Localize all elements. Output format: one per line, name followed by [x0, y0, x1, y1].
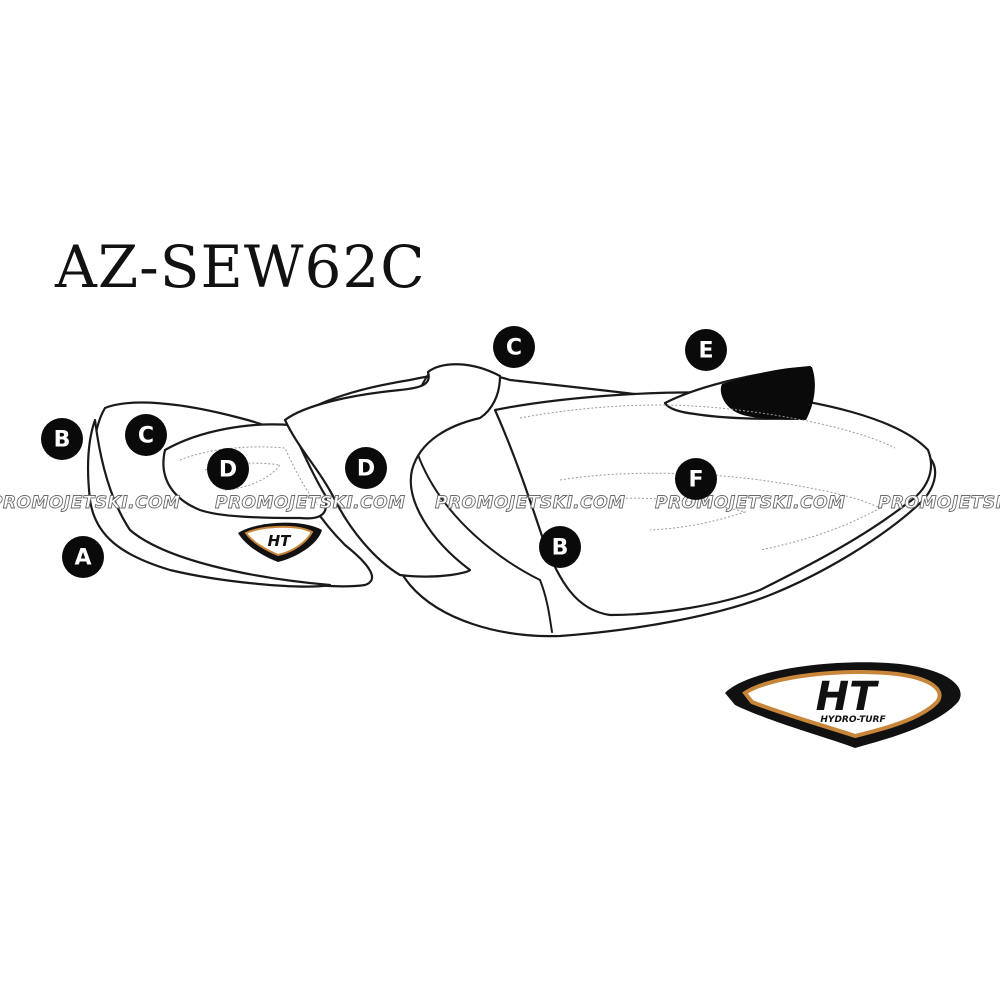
- marker-circle: [675, 458, 717, 500]
- marker-circle: [685, 329, 727, 371]
- marker-letter: F: [688, 468, 703, 493]
- hydro-turf-logo-subtext: HYDRO-TURF: [820, 715, 886, 725]
- hydro-turf-logo: HT HYDRO-TURF: [725, 662, 961, 748]
- marker-circle: [493, 326, 535, 368]
- mid-seat-bump: [283, 363, 502, 578]
- marker-circle: [62, 536, 104, 578]
- marker-letter: A: [74, 546, 91, 571]
- marker-circle: [41, 418, 83, 460]
- marker-letter: C: [506, 336, 522, 361]
- marker-letter: B: [552, 536, 569, 561]
- rear-stitch-line-1: [519, 404, 896, 449]
- marker-letter: C: [138, 424, 154, 449]
- marker-c: C: [125, 414, 167, 456]
- watermark-row: PROMOJETSKI.COM PROMOJETSKI.COM PROMOJET…: [0, 493, 1000, 514]
- part-number-title: AZ-SEW62C: [55, 233, 426, 301]
- marker-circle: [345, 447, 387, 489]
- watermark-text: PROMOJETSKI.COM: [215, 493, 405, 513]
- marker-circle: [125, 414, 167, 456]
- watermark-text: PROMOJETSKI.COM: [0, 493, 180, 513]
- ht-logo-small: HT: [238, 522, 322, 562]
- marker-letter: D: [357, 457, 375, 482]
- rear-stitch-line-2: [559, 472, 882, 551]
- front-nose-panel: [86, 418, 332, 588]
- marker-circle: [539, 526, 581, 568]
- marker-letter: E: [698, 339, 713, 364]
- marker-letter: B: [54, 428, 71, 453]
- marker-e: E: [685, 329, 727, 371]
- watermark-text: PROMOJETSKI.COM: [878, 493, 1000, 513]
- marker-b: B: [41, 418, 83, 460]
- marker-f: F: [675, 458, 717, 500]
- marker-d: D: [345, 447, 387, 489]
- marker-letter: D: [219, 458, 237, 483]
- watermark-text: PROMOJETSKI.COM: [655, 493, 845, 513]
- hydro-turf-logo-mark: HT: [816, 674, 879, 720]
- watermark-text: PROMOJETSKI.COM: [435, 493, 625, 513]
- part-markers: A B C D D C E F B: [41, 326, 727, 578]
- marker-d: D: [207, 448, 249, 490]
- marker-b: B: [539, 526, 581, 568]
- backrest-black-pad: [720, 366, 815, 420]
- marker-circle: [207, 448, 249, 490]
- marker-a: A: [62, 536, 104, 578]
- ht-logo-small-text: HT: [268, 532, 293, 550]
- marker-c: C: [493, 326, 535, 368]
